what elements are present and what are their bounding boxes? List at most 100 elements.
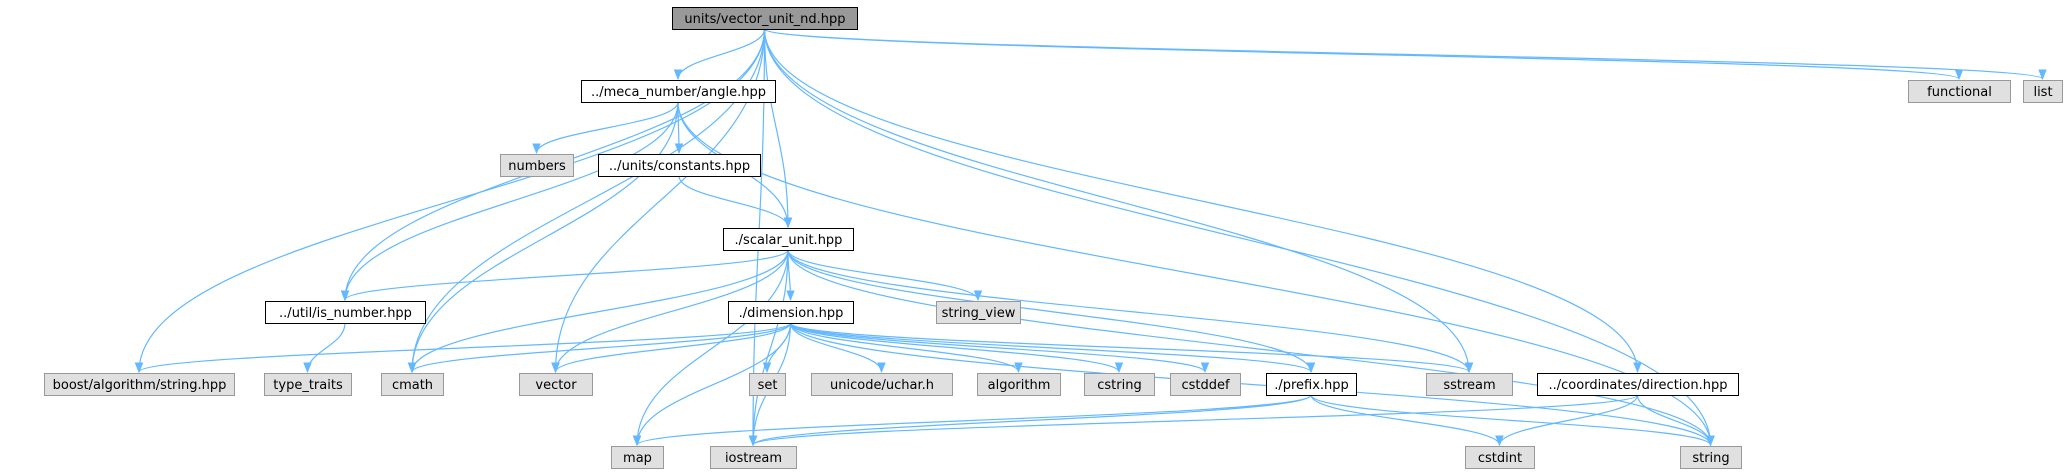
node-label: numbers <box>508 159 566 174</box>
node-box <box>44 373 235 396</box>
nodes-layer: units/vector_unit_nd.hpp ../meca_number/a… <box>44 7 2063 469</box>
node-vector: vector <box>519 373 593 396</box>
node-box <box>1170 373 1241 396</box>
edge-scalar_unit-to-cmath <box>407 249 789 374</box>
edge-dimension-to-sstream <box>789 322 1474 374</box>
node-boost_string: boost/algorithm/string.hpp <box>44 373 235 396</box>
node-label: ./scalar_unit.hpp <box>735 233 843 248</box>
node-label: map <box>623 451 652 466</box>
edge-direction-to-iostream <box>749 394 1639 447</box>
node-functional: functional <box>1908 80 2011 103</box>
node-box <box>500 154 574 177</box>
edge-dimension-to-map <box>632 322 792 447</box>
node-label: ./dimension.hpp <box>739 306 844 321</box>
edge-scalar_unit-to-vector <box>551 249 789 374</box>
node-cstring: cstring <box>1084 373 1155 396</box>
node-constants[interactable]: ../units/constants.hpp <box>598 154 761 177</box>
node-set: set <box>749 373 786 396</box>
node-box <box>598 154 761 177</box>
node-is_number[interactable]: ../util/is_number.hpp <box>265 301 426 324</box>
node-string: string <box>1680 446 1742 469</box>
node-box <box>1680 446 1742 469</box>
edge-is_number-to-type_traits <box>303 322 346 374</box>
node-box <box>1266 373 1357 396</box>
node-label: ./prefix.hpp <box>1274 378 1349 393</box>
node-cmath: cmath <box>381 373 444 396</box>
edge-scalar_unit-to-prefix <box>787 249 1316 374</box>
edge-dimension-to-uchar <box>789 322 886 374</box>
node-box <box>936 301 1021 324</box>
node-label: list <box>2033 85 2052 100</box>
edge-vector_unit_nd-to-string <box>763 28 1715 447</box>
node-sstream: sstream <box>1426 373 1513 396</box>
node-box <box>710 446 797 469</box>
node-box <box>1537 373 1739 396</box>
edge-prefix-to-map <box>632 394 1312 447</box>
node-label: cmath <box>392 378 433 393</box>
node-label: unicode/uchar.h <box>830 378 934 393</box>
node-cstddef: cstddef <box>1170 373 1241 396</box>
node-uchar: unicode/uchar.h <box>811 373 953 396</box>
node-label: functional <box>1927 85 1992 100</box>
edge-vector_unit_nd-to-scalar_unit <box>763 28 793 229</box>
node-box <box>581 80 776 103</box>
node-iostream: iostream <box>710 446 797 469</box>
edge-vector_unit_nd-to-angle <box>673 28 766 81</box>
node-dimension[interactable]: ./dimension.hpp <box>728 301 854 324</box>
node-scalar_unit[interactable]: ./scalar_unit.hpp <box>723 228 854 251</box>
node-box <box>1465 446 1535 469</box>
edge-constants-to-scalar_unit <box>678 175 793 229</box>
node-label: ../util/is_number.hpp <box>279 306 412 321</box>
node-box <box>672 7 858 30</box>
node-direction[interactable]: ../coordinates/direction.hpp <box>1537 373 1739 396</box>
node-box <box>519 373 593 396</box>
edge-scalar_unit-to-sstream <box>787 249 1474 374</box>
node-label: algorithm <box>988 378 1051 393</box>
node-box <box>611 446 664 469</box>
node-label: ../meca_number/angle.hpp <box>591 85 766 100</box>
node-label: iostream <box>725 451 782 466</box>
edge-direction-to-string <box>1636 394 1715 447</box>
node-vector_unit_nd[interactable]: units/vector_unit_nd.hpp <box>672 7 858 30</box>
node-map: map <box>611 446 664 469</box>
edge-dimension-to-string <box>789 322 1715 447</box>
node-label: cstdint <box>1478 451 1522 466</box>
node-box <box>1908 80 2011 103</box>
node-cstdint: cstdint <box>1465 446 1535 469</box>
node-label: ../coordinates/direction.hpp <box>1549 378 1728 393</box>
node-label: set <box>758 378 778 393</box>
node-label: string_view <box>942 306 1016 321</box>
node-string_view: string_view <box>936 301 1021 324</box>
node-numbers: numbers <box>500 154 574 177</box>
edge-direction-to-cstdint <box>1495 394 1639 447</box>
node-box <box>811 373 953 396</box>
node-box <box>265 301 426 324</box>
node-box <box>381 373 444 396</box>
node-label: units/vector_unit_nd.hpp <box>684 12 845 27</box>
edge-dimension-to-cstring <box>789 322 1124 374</box>
node-box <box>264 373 352 396</box>
node-box <box>1426 373 1513 396</box>
node-angle[interactable]: ../meca_number/angle.hpp <box>581 80 776 103</box>
node-box <box>2023 80 2063 103</box>
edge-dimension-to-boost_string <box>134 322 792 374</box>
edge-scalar_unit-to-iostream <box>748 249 789 447</box>
edge-prefix-to-string <box>1310 394 1715 447</box>
node-label: cstddef <box>1181 378 1230 393</box>
edge-angle-to-cmath <box>407 101 679 374</box>
node-box <box>1084 373 1155 396</box>
edge-dimension-to-cstddef <box>789 322 1210 374</box>
edge-vector_unit_nd-to-direction <box>763 28 1642 374</box>
edge-scalar_unit-to-is_number <box>340 249 789 302</box>
edge-dimension-to-cmath <box>407 322 792 374</box>
node-box <box>749 373 786 396</box>
edge-prefix-to-iostream <box>748 394 1312 447</box>
edge-vector_unit_nd-to-sstream <box>763 28 1474 374</box>
node-type_traits: type_traits <box>264 373 352 396</box>
node-label: boost/algorithm/string.hpp <box>53 378 227 393</box>
node-list: list <box>2023 80 2063 103</box>
node-label: type_traits <box>273 378 343 393</box>
node-label: cstring <box>1097 378 1141 393</box>
node-prefix[interactable]: ./prefix.hpp <box>1266 373 1357 396</box>
